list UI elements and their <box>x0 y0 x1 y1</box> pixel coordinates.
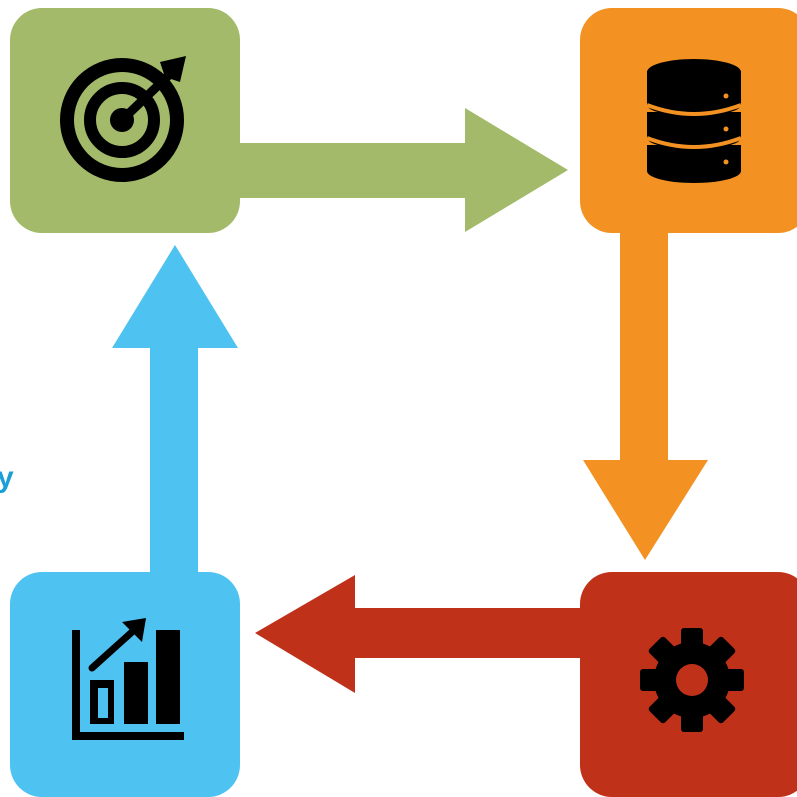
step-objective <box>10 8 240 233</box>
arrow-head <box>465 108 568 232</box>
bar-chart-growth-icon <box>72 618 184 740</box>
arrow-shaft <box>350 608 595 658</box>
step-process <box>580 572 797 797</box>
database-icon <box>646 59 742 183</box>
step-analysis <box>10 572 240 797</box>
arrow-head <box>255 575 355 693</box>
arrow-head <box>112 245 238 348</box>
arrow-shaft <box>620 220 668 465</box>
edge-label-text: y <box>0 461 14 494</box>
target-icon <box>60 56 186 182</box>
arrow-objective-to-data <box>225 108 568 232</box>
arrow-data-to-process <box>583 220 708 560</box>
gear-icon <box>640 628 744 732</box>
arrow-shaft <box>150 340 198 580</box>
step-data <box>580 8 797 233</box>
arrow-process-to-analysis <box>255 575 595 693</box>
edge-label-clipped: y <box>0 458 20 498</box>
arrow-head <box>583 460 708 560</box>
arrow-analysis-to-objective <box>112 245 238 580</box>
arrow-shaft <box>225 143 470 198</box>
